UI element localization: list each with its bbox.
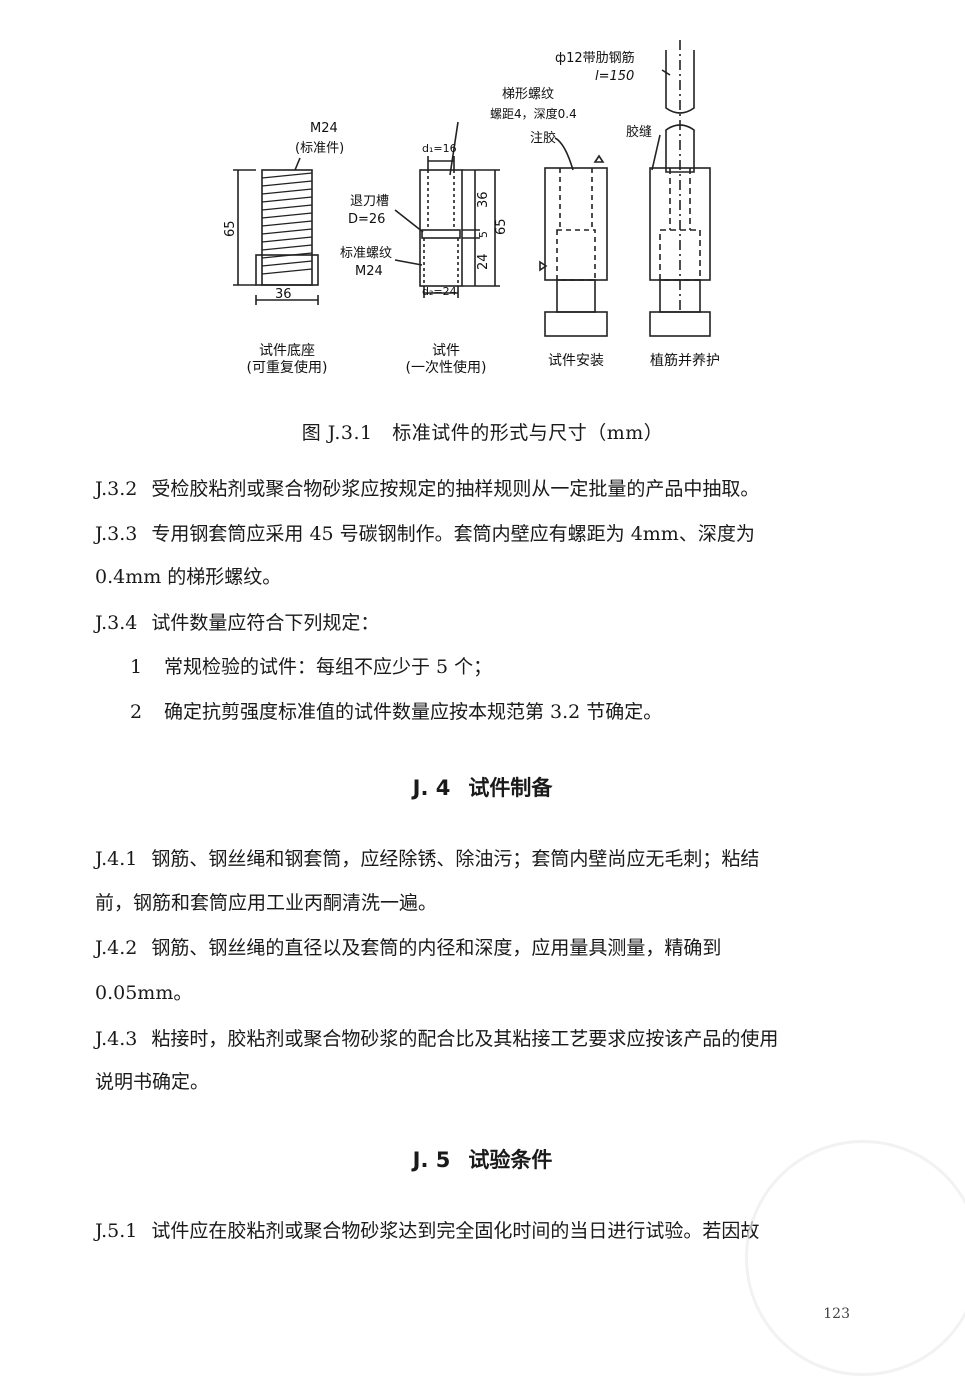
label-dim-24: 24 xyxy=(476,253,491,270)
para-j3-4: J.3.4 试件数量应符合下列规定： xyxy=(95,602,855,645)
clause-text: 钢筋、钢丝绳和钢套筒，应经除锈、除油污；套筒内壁尚应无毛刺；粘结 xyxy=(151,848,760,870)
panel-title-specimen: 试件 xyxy=(432,343,460,359)
label-glue-seam: 胶缝 xyxy=(626,124,652,140)
clause-number: J.3.4 xyxy=(95,612,138,634)
caption-label: 图 J.3.1 xyxy=(301,422,373,444)
label-d26: D=26 xyxy=(348,212,385,227)
label-thread-spec: 螺距4，深度0.4 xyxy=(490,106,577,121)
para-j4-3-cont: 说明书确定。 xyxy=(95,1071,210,1093)
section-title: 试件制备 xyxy=(468,776,553,800)
label-base-height: 65 xyxy=(223,220,238,237)
stud-thread-lines xyxy=(261,172,313,275)
label-inject: 注胶 xyxy=(530,130,556,146)
panel-sub-specimen: (一次性使用) xyxy=(406,359,487,376)
clause-text: 专用钢套筒应采用 45 号碳钢制作。套筒内壁应有螺距为 4mm、深度为 xyxy=(151,523,755,545)
list-item: 2 确定抗剪强度标准值的试件数量应按本规范第 3.2 节确定。 xyxy=(130,691,850,734)
para-j3-3: J.3.3 专用钢套筒应采用 45 号碳钢制作。套筒内壁应有螺距为 4mm、深度为 xyxy=(95,513,855,556)
clause-number: J.4.1 xyxy=(95,848,138,870)
item-text: 常规检验的试件：每组不应少于 5 个； xyxy=(164,656,493,678)
item-text: 确定抗剪强度标准值的试件数量应按本规范第 3.2 节确定。 xyxy=(164,701,663,723)
para-j3-3-cont: 0.4mm 的梯形螺纹。 xyxy=(95,566,282,588)
label-dim-5: 5 xyxy=(477,231,490,238)
section-heading-j5: J. 5 试验条件 xyxy=(0,1144,965,1174)
clause-text: 受检胶粘剂或聚合物砂浆应按规定的抽样规则从一定批量的产品中抽取。 xyxy=(151,478,760,500)
label-standard-part: (标准件) xyxy=(295,141,344,156)
label-rebar-length: l=150 xyxy=(595,69,634,84)
base-threaded-stud xyxy=(261,169,313,286)
specimen-sleeve xyxy=(419,169,463,287)
label-dim-36: 36 xyxy=(476,191,491,208)
clause-text: 试件应在胶粘剂或聚合物砂浆达到完全固化时间的当日进行试验。若因故 xyxy=(151,1220,760,1242)
label-rebar: ф12带肋钢筋 xyxy=(555,50,635,66)
panel-title-base: 试件底座 xyxy=(259,343,315,359)
rebar-top xyxy=(665,50,695,114)
label-m24-thread: M24 xyxy=(355,264,383,279)
base-block xyxy=(255,254,319,286)
para-j3-2: J.3.2 受检胶粘剂或聚合物砂浆应按规定的抽样规则从一定批量的产品中抽取。 xyxy=(95,468,855,511)
panel-title-install: 试件安装 xyxy=(548,353,604,369)
label-std-thread: 标准螺纹 xyxy=(340,246,392,261)
clause-text: 粘接时，胶粘剂或聚合物砂浆的配合比及其粘接工艺要求应按该产品的使用 xyxy=(151,1028,779,1050)
specimen-drawing: M24 (标准件) 65 36 d₁=16 梯形螺纹 螺距4，深度0.4 退刀槽… xyxy=(223,40,720,376)
para-j4-2-cont: 0.05mm。 xyxy=(95,982,193,1004)
para-j4-1-cont: 前，钢筋和套筒应用工业丙酮清洗一遍。 xyxy=(95,892,438,914)
section-title: 试验条件 xyxy=(468,1148,553,1172)
clause-text: 试件数量应符合下列规定： xyxy=(151,612,380,634)
caption-text: 标准试件的形式与尺寸（mm） xyxy=(392,422,664,444)
installed-sleeve xyxy=(544,167,608,281)
item-number: 2 xyxy=(130,701,143,723)
relief-groove xyxy=(421,229,461,239)
clause-number: J.3.2 xyxy=(95,478,138,500)
label-base-width: 36 xyxy=(275,287,292,302)
clause-text: 钢筋、钢丝绳的直径以及套筒的内径和深度，应用量具测量，精确到 xyxy=(151,937,722,959)
list-item: 1 常规检验的试件：每组不应少于 5 个； xyxy=(130,646,850,689)
clause-number: J.4.2 xyxy=(95,937,138,959)
label-d1: d₁=16 xyxy=(422,142,457,155)
panel-sub-base: (可重复使用) xyxy=(247,359,328,376)
panel-title-cure: 植筋并养护 xyxy=(650,352,720,369)
section-number: J. 4 xyxy=(412,776,451,800)
watermark-stamp xyxy=(745,1140,965,1376)
section-heading-j4: J. 4 试件制备 xyxy=(0,772,965,802)
specimen-figure: M24 (标准件) 65 36 d₁=16 梯形螺纹 螺距4，深度0.4 退刀槽… xyxy=(200,30,780,380)
cured-base xyxy=(649,311,711,337)
section-number: J. 5 xyxy=(412,1148,451,1172)
para-j4-2: J.4.2 钢筋、钢丝绳的直径以及套筒的内径和深度，应用量具测量，精确到 xyxy=(95,927,855,970)
label-m24: M24 xyxy=(310,121,338,136)
para-j4-1: J.4.1 钢筋、钢丝绳和钢套筒，应经除锈、除油污；套筒内壁尚应无毛刺；粘结 xyxy=(95,838,855,881)
para-j4-3: J.4.3 粘接时，胶粘剂或聚合物砂浆的配合比及其粘接工艺要求应按该产品的使用 xyxy=(95,1018,855,1061)
label-dim-65: 65 xyxy=(494,218,509,235)
installed-base xyxy=(544,311,608,337)
page-number: 123 xyxy=(823,1306,850,1322)
clause-number: J.4.3 xyxy=(95,1028,138,1050)
clause-number: J.3.3 xyxy=(95,523,138,545)
clause-number: J.5.1 xyxy=(95,1220,138,1242)
figure-caption: 图 J.3.1 标准试件的形式与尺寸（mm） xyxy=(0,418,965,445)
label-trap-thread: 梯形螺纹 xyxy=(502,87,554,102)
rebar-lower xyxy=(665,124,695,173)
label-d2: d₂=24 xyxy=(422,285,457,298)
para-j5-1: J.5.1 试件应在胶粘剂或聚合物砂浆达到完全固化时间的当日进行试验。若因故 xyxy=(95,1210,855,1253)
label-relief-groove: 退刀槽 xyxy=(350,194,389,209)
item-number: 1 xyxy=(130,656,143,678)
